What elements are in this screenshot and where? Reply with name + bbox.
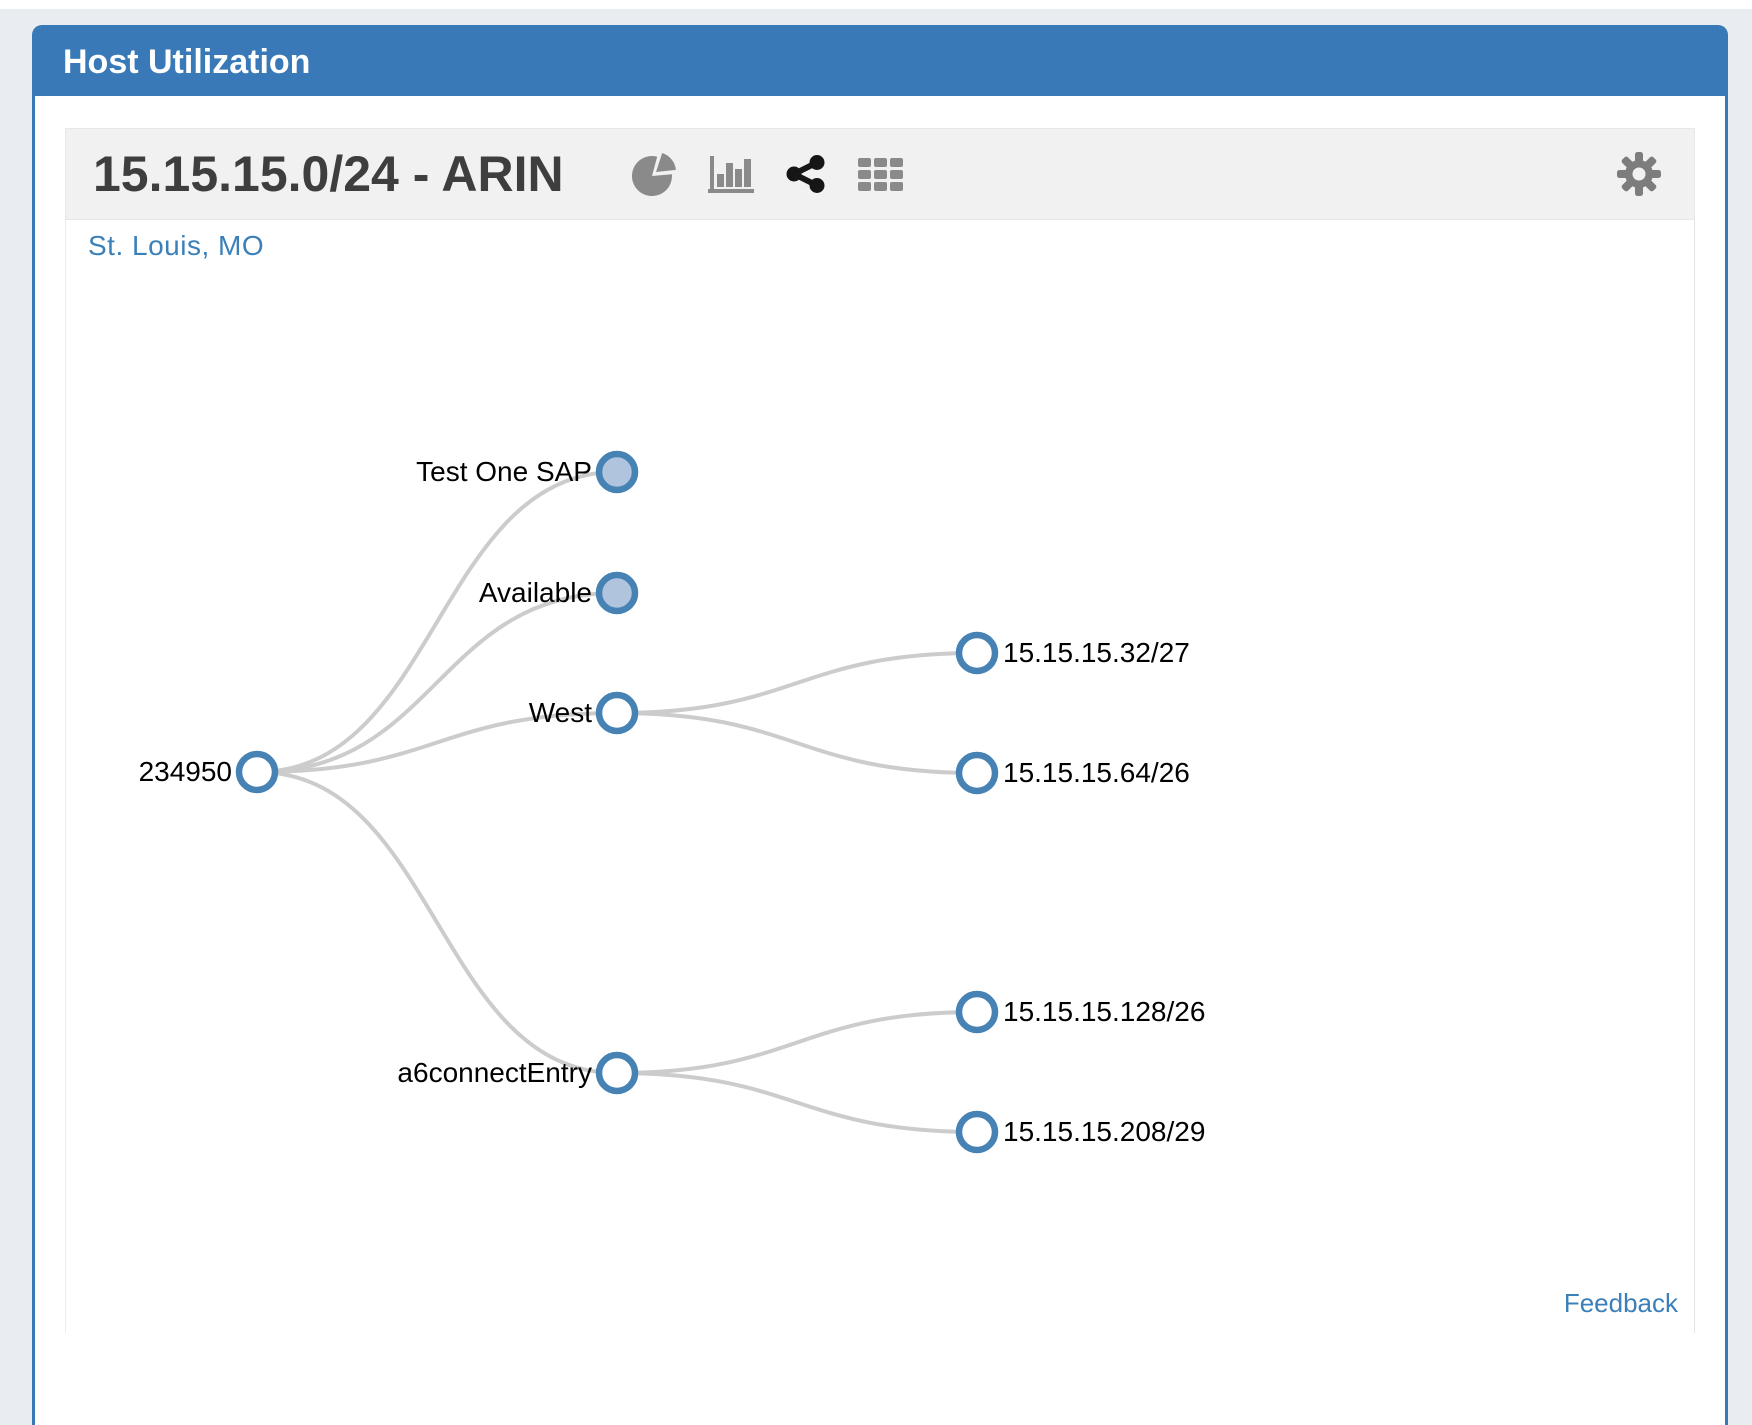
tree-node-label-subnet-128-26: 15.15.15.128/26 bbox=[1003, 996, 1205, 1027]
panel-title: Host Utilization bbox=[63, 42, 311, 81]
tree-node-west[interactable] bbox=[595, 691, 639, 735]
tree-link-test-one-sap bbox=[256, 470, 618, 774]
tree-link-subnet-128-26 bbox=[616, 1010, 978, 1075]
tree-link-subnet-64-26 bbox=[616, 711, 978, 775]
pie-chart-icon bbox=[631, 152, 676, 196]
panel-body: 15.15.15.0/24 - ARIN bbox=[35, 96, 1725, 1333]
tree-node-label-west: West bbox=[529, 697, 592, 728]
subnet-widget: 15.15.15.0/24 - ARIN bbox=[65, 128, 1695, 1333]
host-utilization-panel: Host Utilization 15.15.15.0/24 - ARIN bbox=[32, 25, 1728, 1425]
tree-node-root[interactable] bbox=[235, 750, 279, 794]
tree-node-label-available: Available bbox=[479, 577, 592, 608]
grid-view-button[interactable] bbox=[857, 157, 903, 191]
tree-node-subnet-32-27[interactable] bbox=[955, 631, 999, 675]
widget-body: St. Louis, MO 234950 Test One SAP Availabl… bbox=[65, 220, 1695, 1333]
tree-node-test-one-sap[interactable] bbox=[595, 450, 639, 494]
subnet-title: 15.15.15.0/24 - ARIN bbox=[93, 146, 564, 202]
share-tree-icon bbox=[786, 155, 825, 193]
tree-node-label-test-one-sap: Test One SAP bbox=[416, 456, 592, 487]
tree-node-label-a6connectentry: a6connectEntry bbox=[397, 1057, 592, 1088]
panel-header: Host Utilization bbox=[35, 28, 1725, 96]
tree-node-label-subnet-64-26: 15.15.15.64/26 bbox=[1003, 757, 1190, 788]
tree-node-a6connectentry[interactable] bbox=[595, 1051, 639, 1095]
feedback-link[interactable]: Feedback bbox=[1563, 1288, 1678, 1318]
tree-link-subnet-32-27 bbox=[616, 651, 978, 715]
bar-chart-view-button[interactable] bbox=[707, 153, 754, 195]
tree-node-available[interactable] bbox=[595, 571, 639, 615]
tree-link-subnet-208-29 bbox=[616, 1071, 978, 1134]
tree-link-west bbox=[256, 711, 618, 774]
tree-node-subnet-208-29[interactable] bbox=[955, 1110, 999, 1154]
tree-node-label-subnet-32-27: 15.15.15.32/27 bbox=[1003, 637, 1190, 668]
tree-view-button[interactable] bbox=[786, 154, 826, 194]
gear-icon bbox=[1617, 152, 1661, 196]
top-strip bbox=[0, 0, 1752, 9]
tree-link-a6connectentry bbox=[256, 770, 618, 1075]
widget-header: 15.15.15.0/24 - ARIN bbox=[65, 128, 1695, 220]
bar-chart-icon bbox=[707, 156, 754, 193]
view-toolbar bbox=[631, 152, 903, 196]
grid-icon bbox=[857, 157, 903, 191]
tree-node-subnet-64-26[interactable] bbox=[955, 751, 999, 795]
tree-node-label-root: 234950 bbox=[139, 756, 232, 787]
tree-node-subnet-128-26[interactable] bbox=[955, 990, 999, 1034]
location-link[interactable]: St. Louis, MO bbox=[88, 230, 265, 261]
tree-link-available bbox=[256, 591, 618, 774]
settings-button[interactable] bbox=[1616, 151, 1662, 197]
tree-node-label-subnet-208-29: 15.15.15.208/29 bbox=[1003, 1116, 1205, 1147]
pie-chart-view-button[interactable] bbox=[631, 152, 676, 196]
